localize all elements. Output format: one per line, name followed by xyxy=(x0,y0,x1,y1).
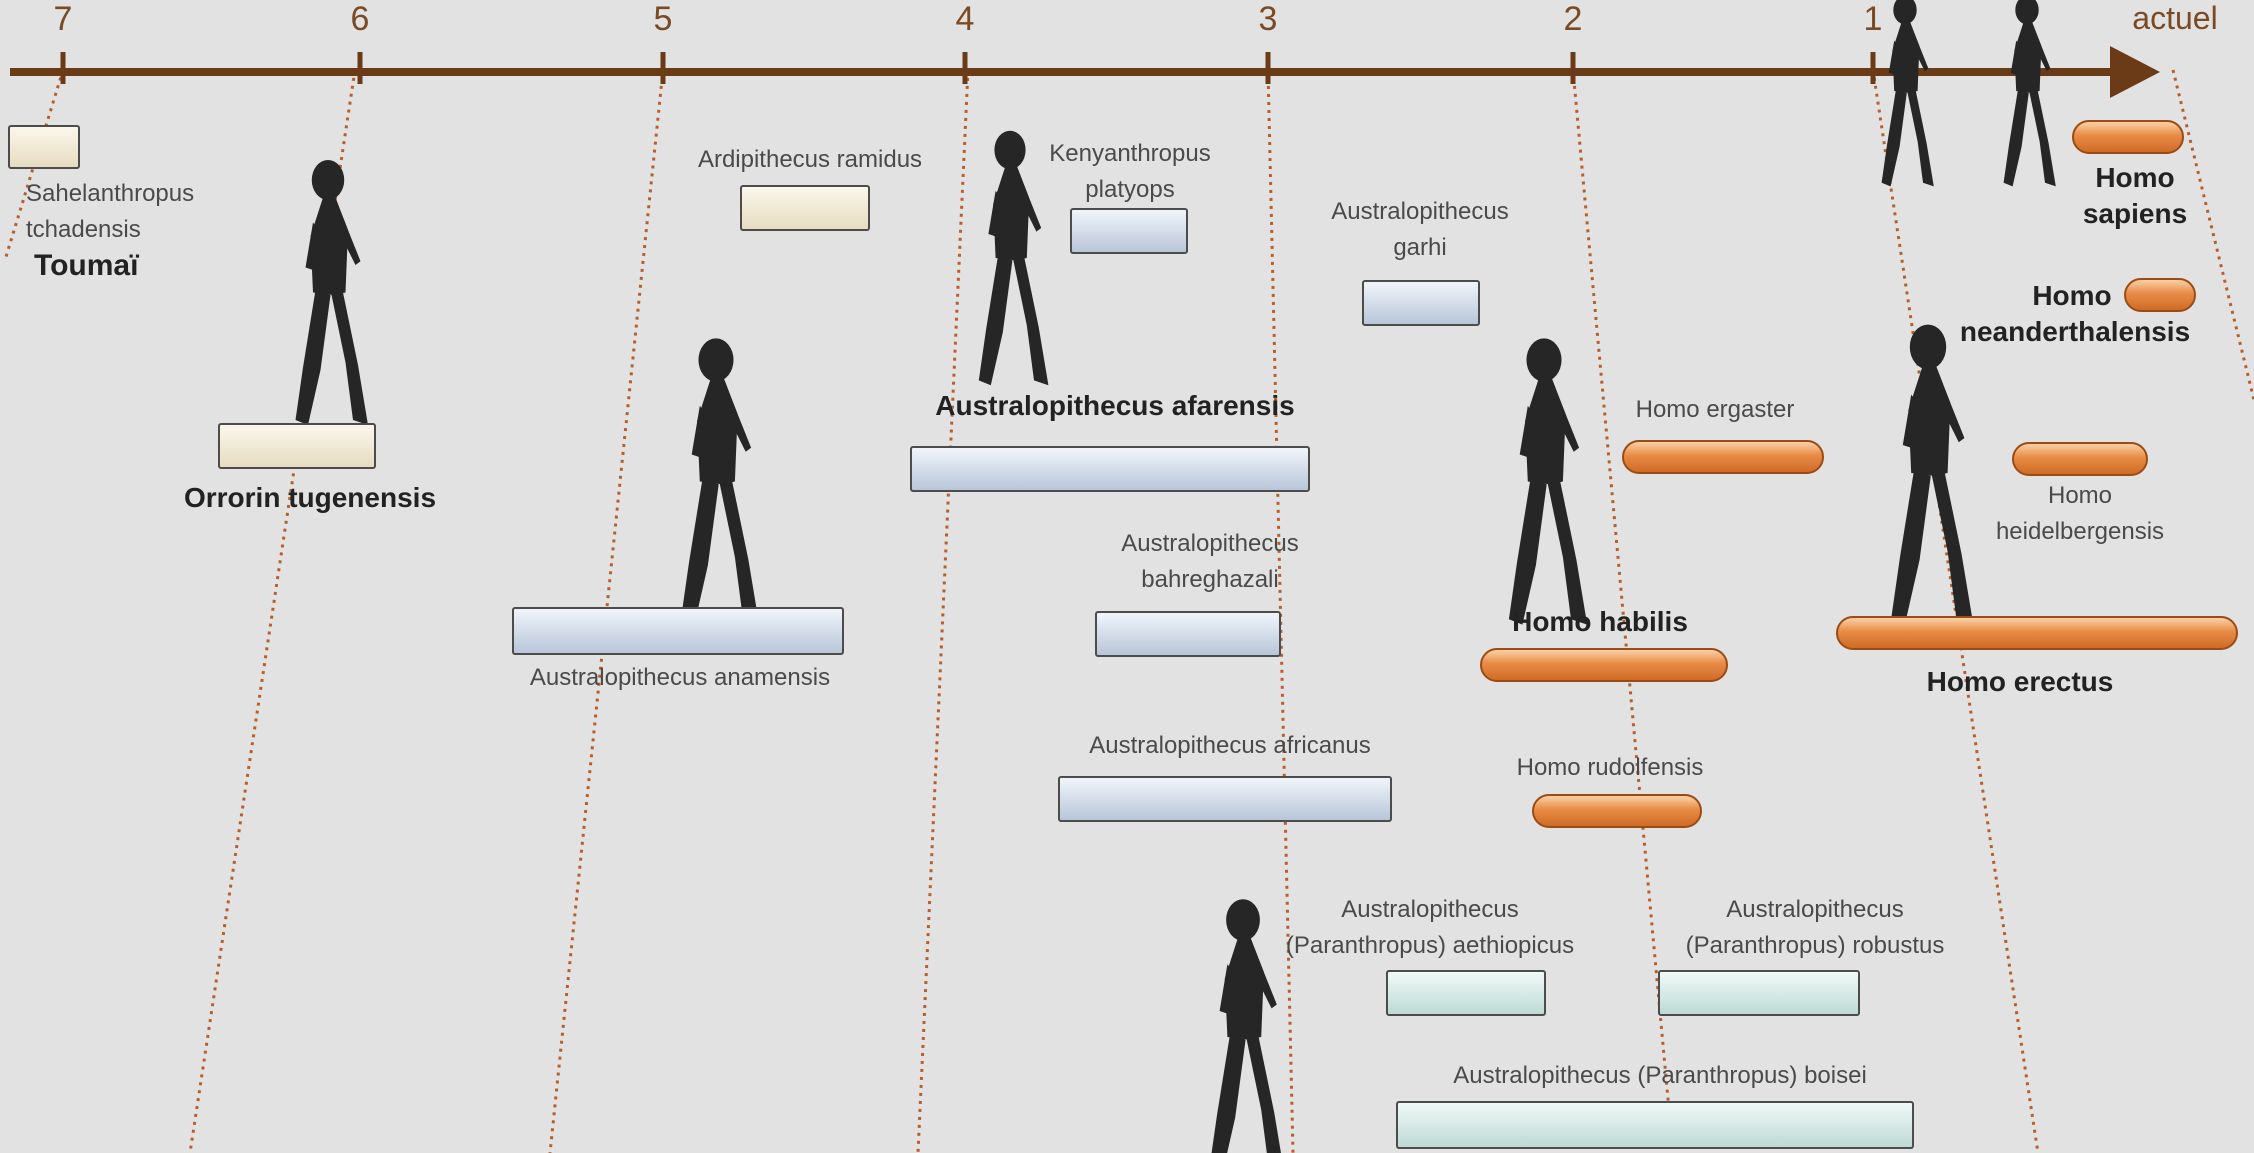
bar-robustus xyxy=(1658,970,1860,1016)
label-aethiopicus: Australopithecus (Paranthropus) aethiopi… xyxy=(1285,896,1575,959)
label-sahelanthropus: Sahelanthropus tchadensis xyxy=(26,180,195,243)
guide-line xyxy=(1871,69,2040,1153)
guide-line xyxy=(1571,69,1675,1153)
tick-label: 7 xyxy=(53,0,73,38)
label-neanderthalensis-species: neanderthalensis xyxy=(1959,316,2191,347)
bar-africanus xyxy=(1058,776,1392,822)
bar-rudolfensis xyxy=(1532,794,1702,828)
bar-sahelanthropus xyxy=(8,125,80,169)
label-ardipithecus: Ardipithecus ramidus xyxy=(697,146,923,173)
bar-anamensis xyxy=(512,607,844,655)
label-bahreghazali: Australopithecus bahreghazali xyxy=(1121,530,1299,593)
bar-garhi xyxy=(1362,280,1480,326)
bar-kenyanthropus xyxy=(1070,208,1188,254)
guide-line xyxy=(188,69,357,1153)
bar-habilis xyxy=(1480,648,1728,682)
bar-ergaster xyxy=(1622,440,1824,474)
label-kenyanthropus: Kenyanthropus platyops xyxy=(1049,140,1211,203)
label-orrorin: Orrorin tugenensis xyxy=(183,482,437,513)
label-afarensis: Australopithecus afarensis xyxy=(935,390,1295,421)
bar-boisei xyxy=(1396,1101,1914,1149)
guide-line xyxy=(2171,69,2254,401)
label-robustus: Australopithecus (Paranthropus) robustus xyxy=(1685,896,1945,959)
bar-neanderthalensis xyxy=(2124,278,2196,312)
label-toumai: Toumaï xyxy=(34,249,139,282)
label-ergaster: Homo ergaster xyxy=(1635,396,1795,423)
bar-bahreghazali xyxy=(1095,611,1281,657)
bar-heidelbergensis xyxy=(2012,442,2148,476)
axis-end-label: actuel xyxy=(2132,0,2218,36)
label-africanus: Australopithecus africanus xyxy=(1089,732,1371,759)
label-rudolfensis: Homo rudolfensis xyxy=(1516,754,1704,781)
label-habilis: Homo habilis xyxy=(1512,606,1688,637)
label-heidelbergensis: Homo heidelbergensis xyxy=(1995,482,2165,545)
bar-ardipithecus xyxy=(740,185,870,231)
label-sapiens: Homo sapiens xyxy=(2082,162,2188,229)
tick-label: 3 xyxy=(1258,0,1278,38)
guide-line xyxy=(3,69,65,261)
label-boisei: Australopithecus (Paranthropus) boisei xyxy=(1453,1062,1867,1089)
label-anamensis: Australopithecus anamensis xyxy=(529,664,831,691)
bar-aethiopicus xyxy=(1386,970,1546,1016)
axis-arrowhead xyxy=(2110,46,2160,98)
tick-label: 4 xyxy=(955,0,975,38)
tick-label: 2 xyxy=(1563,0,1583,38)
label-erectus: Homo erectus xyxy=(1926,666,2114,697)
tick-label: 6 xyxy=(350,0,370,38)
bar-sapiens xyxy=(2072,120,2184,154)
tick-label: 5 xyxy=(653,0,673,38)
bar-orrorin xyxy=(218,423,376,469)
label-garhi: Australopithecus garhi xyxy=(1331,198,1509,261)
bar-afarensis xyxy=(910,446,1310,492)
label-neanderthalensis-genus: Homo xyxy=(2032,280,2112,311)
bar-erectus xyxy=(1836,616,2238,650)
tick-label: 1 xyxy=(1863,0,1883,38)
